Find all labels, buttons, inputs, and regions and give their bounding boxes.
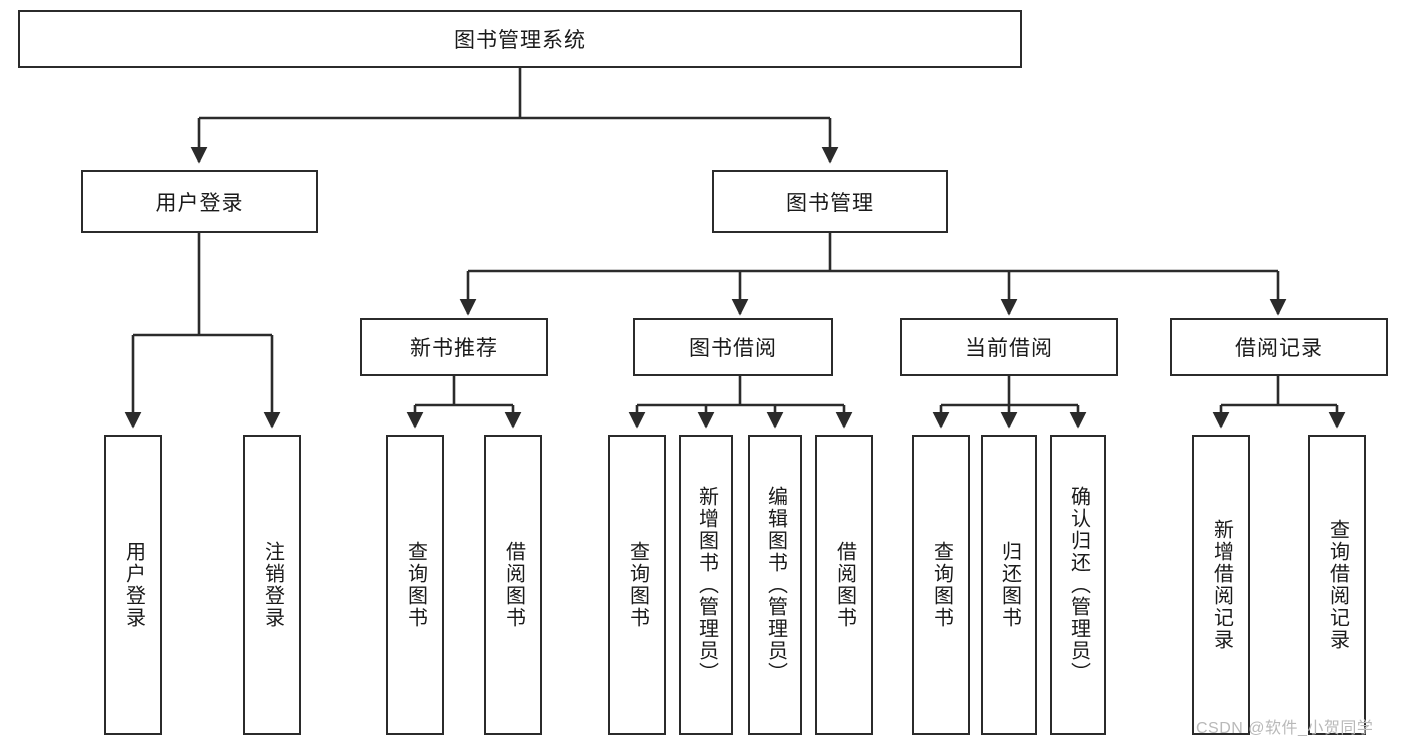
node-user-login[interactable]: 用户登录 — [81, 170, 318, 233]
node-root-system[interactable]: 图书管理系统 — [18, 10, 1022, 68]
leaf-add-borrow-record[interactable]: 新增借阅记录 — [1192, 435, 1250, 735]
node-borrow-record[interactable]: 借阅记录 — [1170, 318, 1388, 376]
leaf-query-book-borrow[interactable]: 查询图书 — [608, 435, 666, 735]
leaf-return-book[interactable]: 归还图书 — [981, 435, 1037, 735]
leaf-logout[interactable]: 注销登录 — [243, 435, 301, 735]
leaf-user-login[interactable]: 用户登录 — [104, 435, 162, 735]
leaf-query-book-newbook[interactable]: 查询图书 — [386, 435, 444, 735]
leaf-borrow-book-newbook[interactable]: 借阅图书 — [484, 435, 542, 735]
leaf-confirm-return-admin[interactable]: 确认归还（管理员） — [1050, 435, 1106, 735]
node-current-borrow[interactable]: 当前借阅 — [900, 318, 1118, 376]
node-book-borrow[interactable]: 图书借阅 — [633, 318, 833, 376]
node-new-book-recommend[interactable]: 新书推荐 — [360, 318, 548, 376]
leaf-add-book-admin[interactable]: 新增图书（管理员） — [679, 435, 733, 735]
csdn-watermark: CSDN @软件_小贺同学 — [1196, 720, 1374, 737]
node-book-management[interactable]: 图书管理 — [712, 170, 948, 233]
leaf-borrow-book-borrow[interactable]: 借阅图书 — [815, 435, 873, 735]
leaf-query-book-current[interactable]: 查询图书 — [912, 435, 970, 735]
leaf-query-borrow-record[interactable]: 查询借阅记录 — [1308, 435, 1366, 735]
leaf-edit-book-admin[interactable]: 编辑图书（管理员） — [748, 435, 802, 735]
